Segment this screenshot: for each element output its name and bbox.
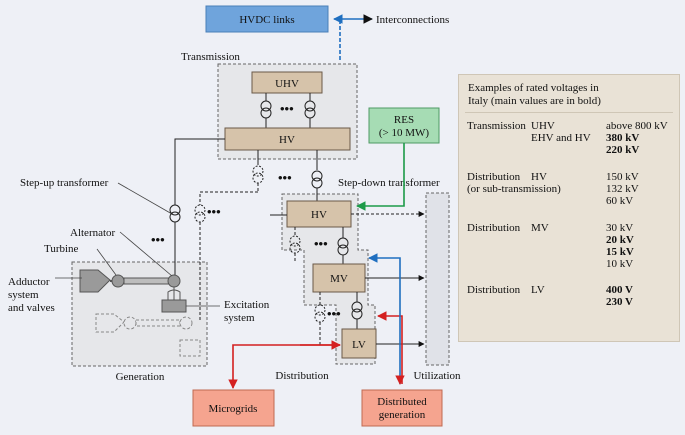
table-class-cell-line: LV bbox=[531, 284, 545, 296]
adductor-label-2: system bbox=[8, 289, 39, 301]
table-voltage-cell-line: 20 kV bbox=[606, 234, 634, 246]
mv-blue-arrow bbox=[368, 253, 401, 275]
distributed-generation-box bbox=[361, 389, 443, 427]
hv-mv-links bbox=[289, 227, 349, 264]
table-level-cell-line: Distribution bbox=[467, 222, 521, 234]
table-level-cell: Transmission bbox=[467, 120, 527, 132]
transmission-transformers bbox=[260, 93, 316, 128]
uhv-label: UHV bbox=[275, 78, 299, 90]
res-arrow bbox=[356, 143, 405, 211]
adductor-label-1: Adductor bbox=[8, 276, 50, 288]
table-title: Examples of rated voltages in Italy (mai… bbox=[468, 82, 673, 108]
turbine-leader bbox=[96, 248, 117, 276]
gen-to-hv-dashed bbox=[199, 191, 258, 205]
table-voltage-cell-line: 220 kV bbox=[606, 144, 640, 156]
trans-to-dist-links bbox=[252, 150, 323, 201]
generation-ghost bbox=[95, 313, 201, 357]
step-up-label: Step-up transformer bbox=[20, 177, 109, 189]
table-voltage-cell-line: 230 V bbox=[606, 296, 633, 308]
table-class-cell-line: MV bbox=[531, 222, 549, 234]
microgrids-box bbox=[192, 389, 275, 427]
table-class-cell: MV bbox=[531, 222, 603, 234]
excitation-label-1: Excitation bbox=[224, 299, 270, 311]
table-voltage-cell-line: 400 V bbox=[606, 284, 633, 296]
microgrids-label: Microgrids bbox=[209, 403, 258, 415]
distributed-generation-label-1: Distributed bbox=[377, 396, 427, 408]
table-voltage-cell-line: 15 kV bbox=[606, 246, 634, 258]
utilization-bar bbox=[425, 192, 450, 366]
adductor-shape bbox=[79, 269, 111, 293]
table-level-cell: Distribution(or sub-transmission) bbox=[467, 171, 561, 195]
generation-label: Generation bbox=[116, 371, 165, 383]
res-label-2: (> 10 MW) bbox=[379, 127, 430, 139]
table-class-cell: HV bbox=[531, 171, 603, 183]
generation-step-up bbox=[169, 204, 206, 322]
res-label-1: RES bbox=[394, 114, 414, 126]
excitation-shape bbox=[161, 299, 187, 313]
table-level-cell: Distribution bbox=[467, 284, 527, 296]
turbine-label: Turbine bbox=[44, 243, 79, 255]
lv-box bbox=[341, 328, 377, 359]
table-class-cell-line: UHV bbox=[531, 120, 555, 132]
ellipsis-gen-right: ••• bbox=[207, 204, 221, 219]
table-voltage-cell-line: 30 kV bbox=[606, 222, 634, 234]
turbine-shape bbox=[111, 274, 125, 288]
interconnections-label: Interconnections bbox=[376, 14, 449, 26]
mv-label: MV bbox=[330, 273, 348, 285]
table-level-cell: Distribution bbox=[467, 222, 527, 234]
uhv-box bbox=[251, 71, 323, 94]
alternator-leader bbox=[119, 231, 173, 277]
table-divider bbox=[465, 112, 673, 113]
step-down-label: Step-down transformer bbox=[338, 177, 440, 189]
table-voltage-cell-line: 132 kV bbox=[606, 183, 639, 195]
adductor-label-3: and valves bbox=[8, 302, 55, 314]
table-voltage-cell-line: 10 kV bbox=[606, 258, 634, 270]
table-title-line-2: Italy (main values are in bold) bbox=[468, 95, 601, 107]
table-voltage-cell-line: 380 kV bbox=[606, 132, 640, 144]
ellipsis-mvlv: ••• bbox=[327, 306, 341, 321]
lv-label: LV bbox=[352, 339, 366, 351]
mv-lv-links bbox=[314, 292, 363, 345]
mv-box bbox=[312, 263, 366, 293]
table-class-cell: LV bbox=[531, 284, 603, 296]
rated-voltages-table: Examples of rated voltages in Italy (mai… bbox=[458, 74, 680, 342]
table-level-cell-line: Distribution bbox=[467, 171, 521, 183]
table-voltage-cell-line: 60 kV bbox=[606, 195, 634, 207]
table-class-cell-line: EHV and HV bbox=[531, 132, 591, 144]
transmission-label: Transmission bbox=[181, 51, 240, 63]
alternator-shape bbox=[167, 274, 181, 288]
step-up-line bbox=[174, 138, 225, 205]
step-up-leader bbox=[117, 182, 173, 215]
table-level-cell-line: (or sub-transmission) bbox=[467, 183, 561, 195]
table-level-cell-line: Transmission bbox=[467, 120, 526, 132]
ellipsis-gen-left: ••• bbox=[151, 232, 165, 247]
ellipsis-trans: ••• bbox=[280, 101, 294, 116]
distributed-generation-label-2: generation bbox=[379, 409, 426, 421]
table-class-cell-line: HV bbox=[531, 171, 547, 183]
ellipsis-hvmv: ••• bbox=[314, 236, 328, 251]
hv-distribution-box bbox=[286, 200, 352, 228]
hvdc-links-box bbox=[205, 5, 329, 33]
hvdc-links-label: HVDC links bbox=[239, 14, 294, 26]
red-to-lv bbox=[377, 311, 403, 384]
utilization-label: Utilization bbox=[413, 370, 461, 382]
excitation-label-2: system bbox=[224, 312, 255, 324]
table-voltage-cell-line: above 800 kV bbox=[606, 120, 668, 132]
alternator-label: Alternator bbox=[70, 227, 116, 239]
ellipsis-mid: ••• bbox=[278, 170, 292, 185]
hv-transmission-label: HV bbox=[279, 134, 295, 146]
generation-equipment bbox=[79, 269, 187, 313]
hv-distribution-label: HV bbox=[311, 209, 327, 221]
table-level-cell-line: Distribution bbox=[467, 284, 521, 296]
table-voltage-cell-line: 150 kV bbox=[606, 171, 639, 183]
distribution-label: Distribution bbox=[275, 370, 329, 382]
table-title-line-1: Examples of rated voltages in bbox=[468, 82, 599, 94]
